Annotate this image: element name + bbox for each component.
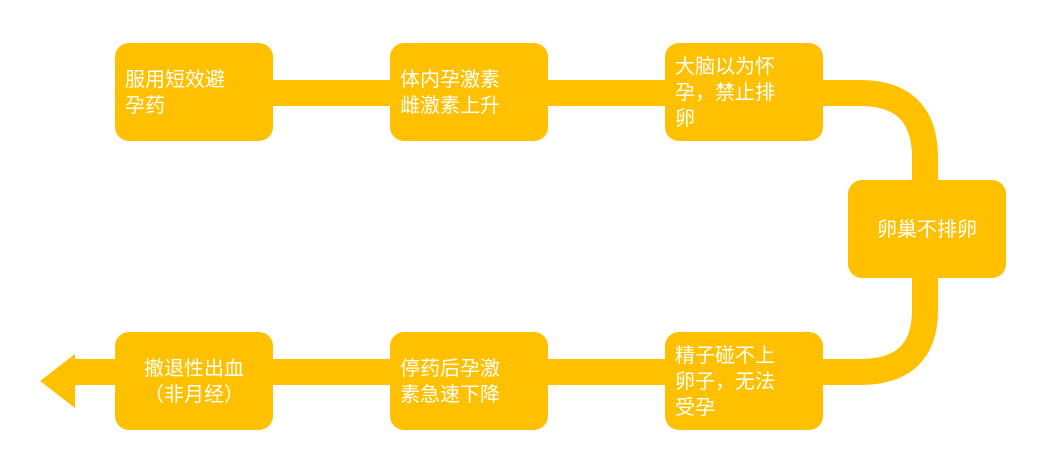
arrow-head-icon (40, 354, 75, 408)
node-take-pill: 服用短效避 孕药 (115, 43, 273, 141)
node-brain-thinks-pregnant-label: 大脑以为怀 孕，禁止排 卵 (675, 54, 775, 130)
node-hormone-drop: 停药后孕激 素急速下降 (390, 332, 548, 430)
node-no-ovulation-label: 卵巢不排卵 (877, 217, 977, 241)
node-hormone-drop-label: 停药后孕激 素急速下降 (400, 356, 500, 406)
node-withdrawal-bleeding-label: 撤退性出血 （非月经） (144, 356, 244, 406)
node-take-pill-label: 服用短效避 孕药 (125, 67, 225, 117)
node-no-ovulation: 卵巢不排卵 (848, 180, 1006, 278)
node-withdrawal-bleeding: 撤退性出血 （非月经） (115, 332, 273, 430)
node-hormones-rise-label: 体内孕激素 雌激素上升 (400, 67, 500, 117)
node-brain-thinks-pregnant: 大脑以为怀 孕，禁止排 卵 (665, 43, 823, 141)
node-hormones-rise: 体内孕激素 雌激素上升 (390, 43, 548, 141)
node-no-conception-label: 精子碰不上 卵子，无法 受孕 (675, 343, 775, 419)
node-no-conception: 精子碰不上 卵子，无法 受孕 (665, 332, 823, 430)
